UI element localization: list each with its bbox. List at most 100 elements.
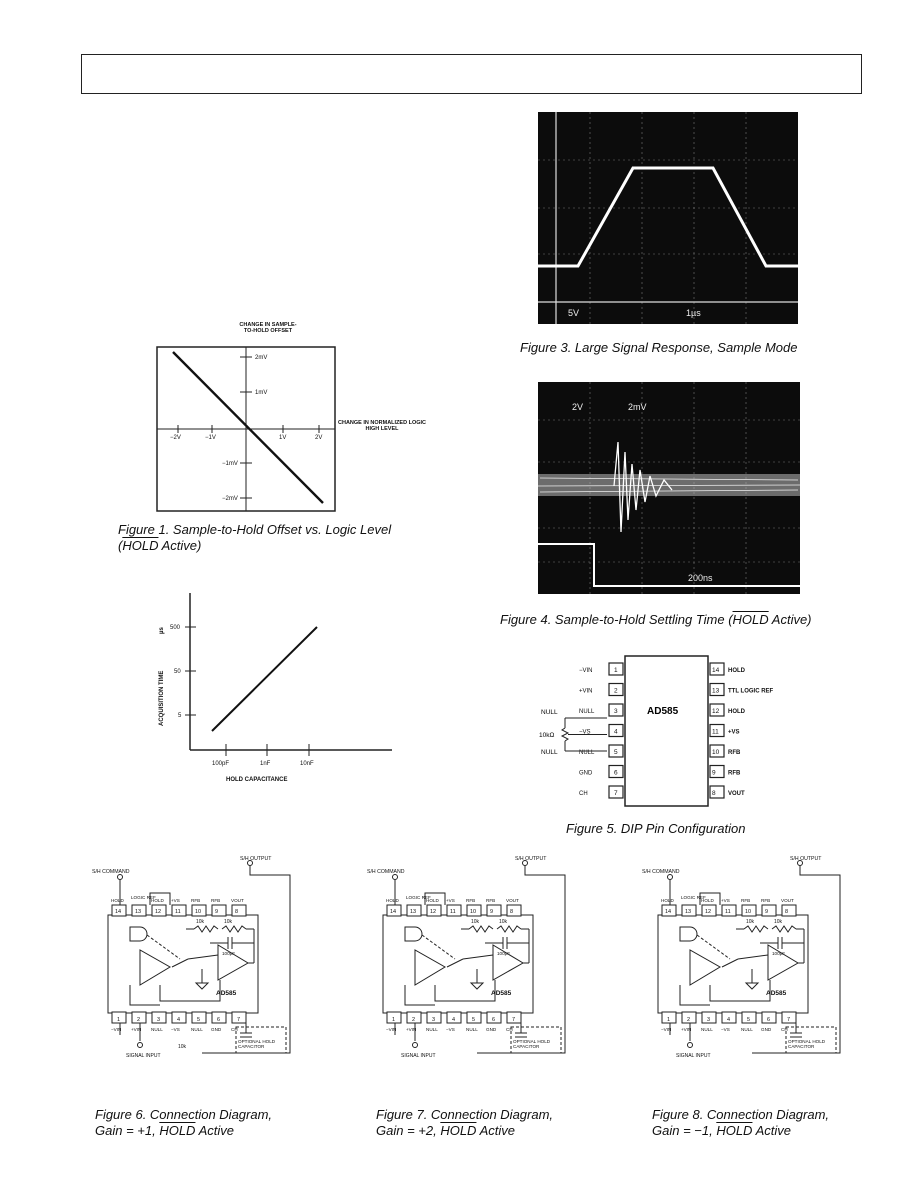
fig5-pin-box (608, 703, 624, 717)
resistor-label: 10k (224, 919, 233, 925)
fig5-pin-box (709, 723, 725, 738)
caption-line: Gain = +1, HOLD Active (95, 1123, 272, 1139)
fig5-pin-box (608, 682, 624, 697)
pin-box-top (506, 904, 522, 917)
fig1-xtick: 2V (315, 435, 322, 441)
pin-number: 1 (667, 1017, 670, 1023)
pin-label: CH (506, 1027, 513, 1032)
pin-label: NULL (701, 1027, 713, 1032)
fig5-pin-number: 14 (712, 667, 720, 674)
pin-number: 5 (472, 1017, 475, 1023)
pin-label: −VIN (661, 1027, 671, 1032)
caption-line: Gain = −1, HOLD Active (652, 1123, 829, 1139)
pin-number: 1 (117, 1017, 120, 1023)
pin-label: −VS (171, 1027, 180, 1032)
output-label: S/H OUTPUT (515, 856, 547, 862)
pin-number: 4 (727, 1017, 730, 1023)
switch-control (421, 934, 456, 960)
fig3-time-label: 1µs (686, 308, 701, 318)
fig1-ylabel: CHANGE IN SAMPLE-TO-HOLD OFFSET (239, 322, 297, 334)
pin-number: 11 (175, 909, 181, 915)
pin-label: NULL (191, 1027, 203, 1032)
figure-7-caption: Figure 7. Connection Diagram, Gain = +2,… (376, 1107, 553, 1139)
pin-number: 6 (767, 1017, 770, 1023)
optional-cap-box (510, 1026, 562, 1054)
pin-number: 6 (217, 1017, 220, 1023)
caption-text: Active (752, 1123, 791, 1138)
pin-number: 13 (135, 909, 141, 915)
pin-box-bottom (131, 1011, 147, 1024)
command-label: S/H COMMAND (367, 869, 405, 875)
fig5-null-b: NULL (541, 749, 558, 756)
optional-cap-label: OPTIONAL HOLD CAPACITOR (513, 1039, 551, 1049)
fig5-pin-label: RFB (728, 750, 741, 756)
pin-label: −VS (721, 1027, 730, 1032)
pin-label: HOLD (151, 898, 164, 903)
pin-box-bottom (741, 1011, 757, 1024)
fig5-pin-box (709, 682, 725, 697)
resistor-2 (221, 925, 247, 933)
fig5-pin-label: NULL (579, 750, 595, 756)
pot-label: 10k (178, 1044, 187, 1050)
pin-box-bottom (446, 1011, 462, 1024)
pin-box-top (171, 904, 187, 917)
pin-number: 11 (725, 909, 731, 915)
fig1-xlabel: CHANGE IN NORMALIZED LOGIC HIGH LEVEL (338, 420, 426, 432)
figure-6-caption: Figure 6. Connection Diagram, Gain = +1,… (95, 1107, 272, 1139)
caption-text: Active) (158, 538, 202, 553)
fig1-ytick: −1mV (222, 461, 238, 467)
fig5-pin-label: GND (579, 771, 593, 777)
figure-3-scope: 5V 1µs (538, 112, 798, 324)
caption-text: Active (476, 1123, 515, 1138)
cap-label: 100pF (222, 951, 235, 956)
caption-line: Figure 1. Sample-to-Hold Offset vs. Logi… (118, 522, 392, 537)
pin-label: RFB (741, 898, 750, 903)
pin-number: 7 (787, 1017, 790, 1023)
output-terminal (522, 860, 528, 866)
signal-input-label: SIGNAL INPUT (676, 1053, 711, 1059)
fig5-pot-label: 10kΩ (539, 732, 554, 739)
pin-label: +VS (171, 898, 180, 903)
fig2-xtick: 100pF (212, 761, 229, 767)
fig2-ytick: 50 (174, 669, 181, 675)
pin-box-top (741, 904, 757, 917)
caption-text: Gain = −1, (652, 1123, 717, 1138)
fig5-pin-label: RFB (728, 771, 741, 777)
chip-label: AD585 (216, 990, 237, 997)
pin-box-bottom (486, 1011, 502, 1024)
switch-control (696, 934, 731, 960)
input-amp (139, 949, 171, 986)
caption-text: Figure 4. Sample-to-Hold Settling Time ( (500, 612, 733, 627)
ground-symbol (744, 982, 760, 990)
pin-number: 5 (747, 1017, 750, 1023)
pin-box-top (386, 904, 402, 917)
signal-input-terminal (137, 1042, 143, 1048)
pin-number: 8 (235, 909, 238, 915)
pin-number: 9 (490, 909, 493, 915)
pin-box-bottom (406, 1011, 422, 1024)
fig5-pin-label: TTL LOGIC REF (728, 689, 774, 695)
pin-label: HOLD (426, 898, 439, 903)
pin-label: CH (231, 1027, 238, 1032)
fig5-pin-label: CH (579, 791, 588, 797)
pin-number: 13 (685, 909, 691, 915)
resistor-2 (496, 925, 522, 933)
fig1-xtick: −2V (170, 435, 181, 441)
resistor-1 (193, 925, 219, 933)
signal-input-terminal (412, 1042, 418, 1048)
pin-box-top (701, 904, 717, 917)
pin-box-top (661, 904, 677, 917)
pin-box-bottom (231, 1011, 247, 1024)
fig5-pin-box (709, 703, 725, 717)
fig5-pin-number: 11 (712, 729, 719, 736)
pin-label: −VS (446, 1027, 455, 1032)
pin-label: CH (781, 1027, 788, 1032)
pin-box-top (466, 904, 482, 917)
fig5-pin-label: HOLD (728, 668, 746, 674)
pin-label: RFB (486, 898, 495, 903)
caption-overline: HOLD (159, 1123, 196, 1138)
pin-label: +VIN (681, 1027, 691, 1032)
pin-number: 2 (412, 1017, 415, 1023)
fig5-pin-number: 1 (614, 667, 618, 674)
